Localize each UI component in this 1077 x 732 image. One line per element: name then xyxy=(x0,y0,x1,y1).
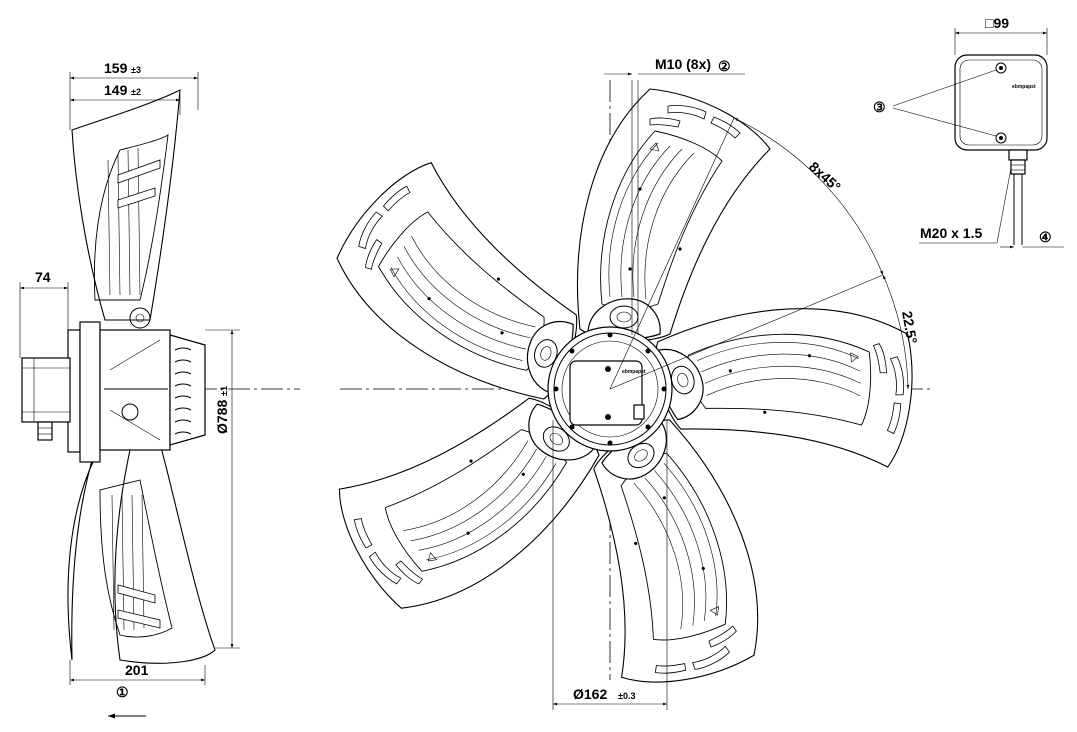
callout-thread: ② xyxy=(718,58,731,74)
box-brand-mark: ebmpapst xyxy=(1012,84,1036,90)
dim-bolt-circle: Ø162 xyxy=(573,686,607,702)
dim-box-size: □99 xyxy=(985,15,1009,31)
callout-screws: ③ xyxy=(873,99,886,115)
dim-blade-width-tol: ±2 xyxy=(131,87,141,97)
callout-cable: ④ xyxy=(1039,229,1052,245)
dim-diameter: Ø788 xyxy=(214,400,230,434)
dim-blade-width: 149 xyxy=(104,82,128,98)
angle-offset: 22.5° xyxy=(899,310,920,345)
dim-diameter-tol: ±1 xyxy=(219,386,229,396)
thread-label: M10 (8x) xyxy=(655,56,711,72)
dim-overall-width-tol: ±3 xyxy=(131,65,141,75)
front-view: ebmpapst M10 (8x) ② 8x45° 22.5° Ø162 ±0.… xyxy=(303,56,946,727)
terminal-box-view: ebmpapst □99 ③ M20 x 1.5 ④ xyxy=(873,15,1064,249)
dim-bolt-circle-tol: ±0.3 xyxy=(618,691,635,701)
gland-label: M20 x 1.5 xyxy=(920,225,982,241)
dim-base-width: 201 xyxy=(125,662,149,678)
side-view: 159 ±3 149 ±2 74 Ø788 ±1 201 ① xyxy=(19,60,300,719)
callout-airflow: ① xyxy=(116,684,129,700)
dim-overall-width: 159 xyxy=(104,60,128,76)
front-brand-mark: ebmpapst xyxy=(622,369,646,375)
angle-pitch: 8x45° xyxy=(806,158,844,194)
dim-motor-offset: 74 xyxy=(35,269,51,285)
